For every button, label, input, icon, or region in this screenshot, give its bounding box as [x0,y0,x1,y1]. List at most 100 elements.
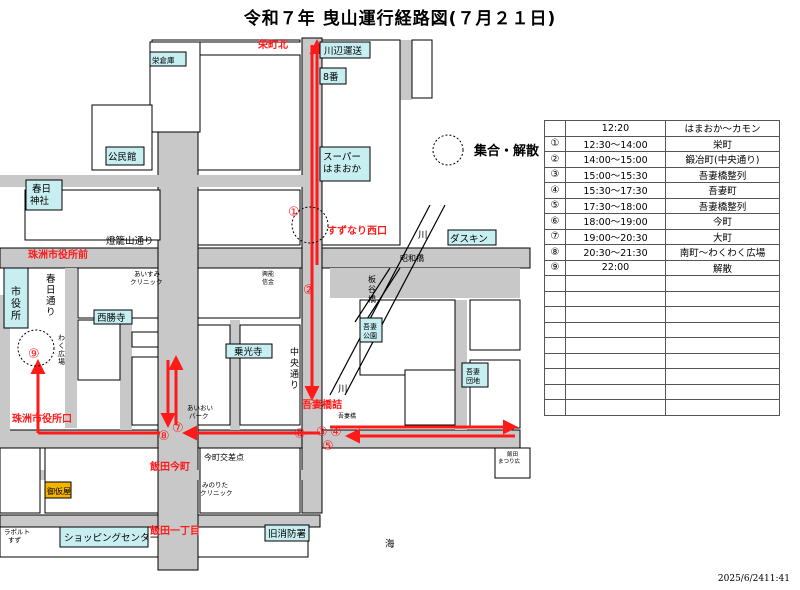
kd4: り [46,307,56,318]
kd1: 春 [46,273,56,285]
label-azumabashi-zume: 吾妻橋詰 [302,398,342,411]
aisumi-line2: クリニック [130,278,163,286]
schedule-cell-no [544,352,566,369]
schedule-cell-time: 15:00～15:30 [565,166,666,183]
cd4: り [290,380,299,391]
schedule-cell-place: 吾妻橋整列 [665,197,780,214]
schedule-cell-place: 南町～わくわく広場 [665,244,780,261]
schedule-cell-time [565,337,666,354]
schedule-cell-no: ⑦ [544,228,566,245]
schedule-cell-place: 吾妻町 [665,182,780,199]
schedule-cell-time [565,290,666,307]
schedule-cell-time: 18:00～19:00 [565,213,666,230]
legend-circle [432,134,464,166]
marker-3: ③ [316,425,328,440]
schedule-cell-place: 大町 [665,228,780,245]
schedule-cell-place [665,352,780,369]
label-kasuga-dori: 春日通り [46,273,56,318]
schedule-cell-no: ⑨ [544,259,566,276]
otabisho-box [44,481,72,499]
schedule-cell-no: ⑧ [544,244,566,261]
label-rapolto: ラポルトすず [4,528,30,544]
schedule-cell-no: ① [544,135,566,152]
label-azumabashi: 吾妻橋 [338,412,356,420]
schedule-cell-place [665,337,780,354]
schedule-cell-time: 12:20 [565,120,666,137]
gathering-circle-suzunari [291,206,329,244]
schedule-cell-time [565,368,666,385]
label-kyu-shobosho: 旧消防署 [268,528,306,540]
label-kawa1: 川 [418,230,428,241]
schedule-row [544,275,780,292]
schedule-cell-place: 鍛冶町(中央通り) [665,151,780,168]
schedule-cell-no: ② [544,151,566,168]
schedule-cell-place [665,368,780,385]
schedule-cell-no [544,368,566,385]
ak2: 公園 [363,332,377,340]
marker-6: ⑥ [294,427,306,442]
schedule-cell-no: ③ [544,166,566,183]
marker-7: ⑦ [172,421,184,436]
schedule-cell-time [565,321,666,338]
schedule-cell-time: 22:00 [565,259,666,276]
schedule-row [544,321,780,338]
schedule-cell-place [665,399,780,416]
kd3: 通 [46,296,56,307]
schedule-cell-no [544,399,566,416]
schedule-cell-place: 栄町 [665,135,780,152]
ad2: 団地 [466,376,480,385]
map-title: 令和７年 曳山運行経路図(７月２１日) [243,9,557,29]
schedule-cell-no [544,383,566,400]
label-umi: 海 [385,538,395,550]
cd1: 中 [290,346,299,358]
kasuga-line1: 春日 [32,183,51,195]
label-kominkan: 公民館 [108,151,137,163]
label-ichiba: 興能信金 [262,270,274,286]
schedule-row [544,337,780,354]
schedule-cell-place: はまおか～カモン [665,120,780,137]
label-sakaemachi-kita: 栄町北 [257,38,288,51]
schedule-cell-place [665,321,780,338]
marker-1: ① [288,205,300,220]
schedule-cell-time [565,352,666,369]
cd2: 央 [290,357,299,369]
ap2: パーク [189,412,209,420]
parade-route [30,39,518,444]
label-aisumi-clinic: あいすみクリニック [130,270,163,286]
gathering-circle-shiyakusho [17,329,55,367]
ichiba-line1: 興能 [262,270,274,278]
wk2: く [58,342,65,350]
wk3: 広 [58,349,65,358]
rp2: すず [8,535,22,544]
it1: 板 [368,274,376,284]
schedule-cell-time: 15:30～17:30 [565,182,666,199]
label-kawa2: 川 [338,384,348,395]
it2: 谷 [368,285,376,294]
schedule-cell-time: 19:00～20:30 [565,228,666,245]
marker-9: ⑨ [28,347,40,362]
marker-8: ⑧ [158,429,170,444]
label-azuma-koen: 吾妻公園 [363,322,377,340]
schedule-cell-place [665,275,780,292]
schedule-row [544,352,780,369]
schedule-cell-no [544,275,566,292]
schedule-row [544,383,780,400]
cd3: 通 [290,369,299,380]
schedule-cell-no: ⑤ [544,197,566,214]
kd2: 日 [46,285,56,296]
super-line2: はまおか [323,164,362,175]
schedule-cell-no: ⑥ [544,213,566,230]
building-label-boxes [3,41,497,548]
label-waku-hiroba: わく広場 [58,334,65,366]
kasuga-line2: 神社 [30,195,50,207]
label-eight-ban: 8番 [323,71,339,83]
schedule-cell-time [565,306,666,323]
label-itaya-bashi: 板谷橋 [368,274,376,304]
aisumi-line1: あいすみ [134,270,161,278]
